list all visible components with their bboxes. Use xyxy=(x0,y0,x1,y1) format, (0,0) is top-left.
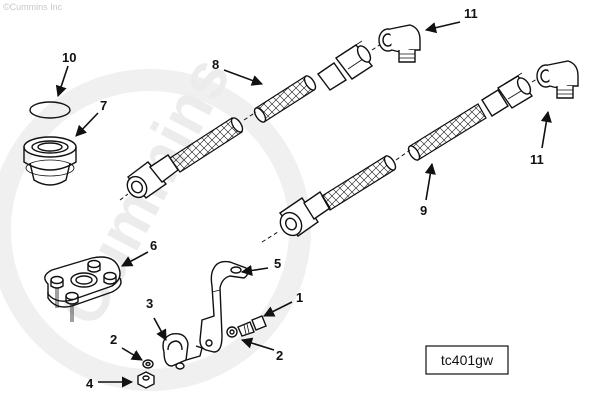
part-3-clamp xyxy=(162,333,203,370)
part-11-elbow-lower xyxy=(536,60,579,99)
callout-11-lower: 11 xyxy=(530,152,544,167)
leader-arrows xyxy=(55,21,552,388)
callout-6: 6 xyxy=(150,238,157,253)
watermark: Cummins xyxy=(0,45,311,391)
callout-7: 7 xyxy=(100,98,107,113)
callout-2-left: 2 xyxy=(110,332,117,347)
callout-5: 5 xyxy=(274,256,281,271)
part-1-screw xyxy=(226,315,267,338)
part-10-oring xyxy=(29,101,71,119)
part-code-text: tc401gw xyxy=(441,352,494,368)
part-8-hose xyxy=(119,40,385,201)
callout-8: 8 xyxy=(212,57,219,72)
callout-1: 1 xyxy=(296,290,303,305)
callout-4: 4 xyxy=(86,376,94,391)
part-9-hose xyxy=(261,72,543,243)
callout-11-upper: 11 xyxy=(464,6,478,21)
part-7-adapter xyxy=(23,136,77,186)
part-6-flange xyxy=(44,256,122,322)
callout-2-right: 2 xyxy=(276,348,283,363)
part-code-box: tc401gw xyxy=(425,345,509,375)
callout-10: 10 xyxy=(62,50,76,65)
callout-3: 3 xyxy=(146,296,153,311)
callout-9: 9 xyxy=(420,203,427,218)
part-4-nut xyxy=(137,371,155,389)
copyright-text: ©Cummins Inc xyxy=(3,2,63,12)
part-2-washer-nut xyxy=(142,359,154,369)
part-11-elbow-upper xyxy=(378,24,421,63)
